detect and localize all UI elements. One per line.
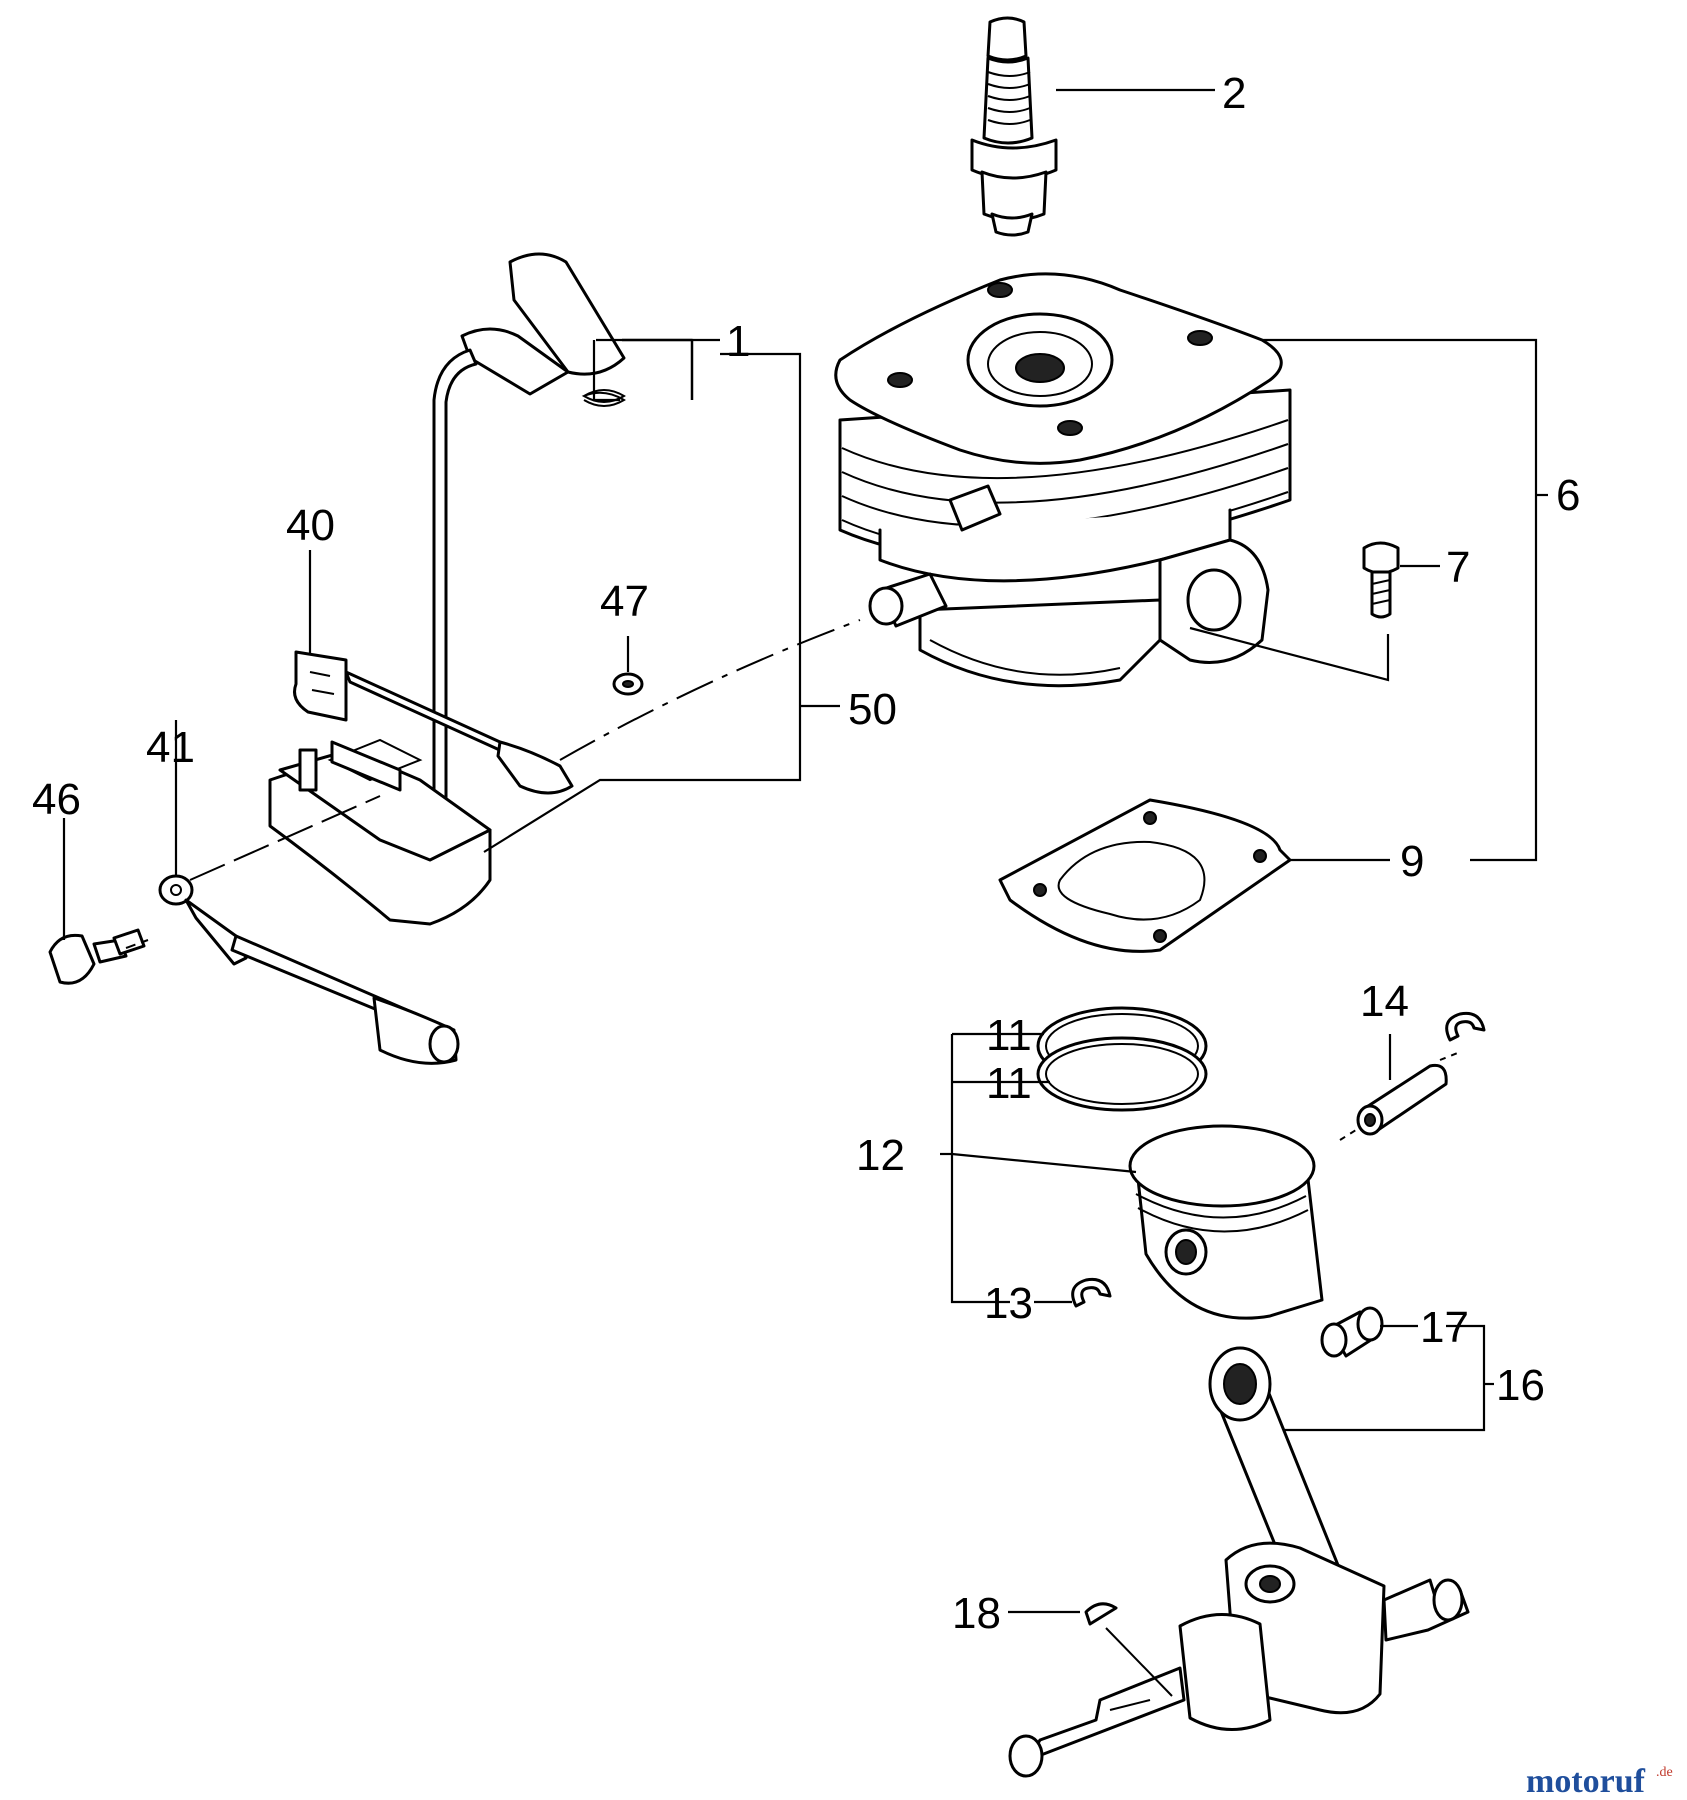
callout-18: 18 [952,1589,1001,1638]
watermark-text: motoruf [1526,1763,1646,1800]
circlip-icon [1071,1011,1486,1308]
watermark-logo: motoruf .de [1526,1763,1673,1800]
washer-icon [612,672,644,696]
bracket-icon [293,650,574,795]
screw-icon [48,928,146,985]
callout-50: 50 [848,685,897,734]
watermark-suffix: .de [1656,1765,1673,1780]
ground-terminal-icon [158,874,460,1065]
woodruff-key-icon [1084,1602,1118,1626]
callout-12: 12 [856,1131,905,1180]
svg-text:motoruf: motoruf [1526,1763,1646,1800]
callout-7: 7 [1446,543,1470,592]
screw-icon [1362,541,1400,619]
callout-41: 41 [146,723,195,772]
callout-6: 6 [1556,471,1580,520]
callout-47: 47 [600,577,649,626]
callout-11b: 11 [986,1059,1032,1108]
callout-40: 40 [286,501,335,550]
ignition-coil-icon [268,252,626,926]
callout-11a: 11 [986,1011,1032,1060]
callout-9: 9 [1400,837,1424,886]
piston-icon [1128,1124,1324,1320]
callout-14: 14 [1360,977,1409,1026]
callout-13: 13 [984,1279,1033,1328]
svg-text:.de: .de [1656,1765,1673,1780]
spark-plug-icon [970,16,1058,237]
crankshaft-icon [1008,1346,1470,1778]
callout-46: 46 [32,775,81,824]
callout-16: 16 [1496,1361,1545,1410]
gasket-icon [998,798,1292,953]
callout-2: 2 [1222,69,1246,118]
cylinder-icon [834,272,1292,688]
bearing-icon [1320,1306,1384,1358]
piston-ring-icon [1036,1006,1208,1112]
callout-1: 1 [726,317,750,366]
piston-pin-icon [1339,1051,1461,1141]
callout-17: 17 [1420,1303,1469,1352]
